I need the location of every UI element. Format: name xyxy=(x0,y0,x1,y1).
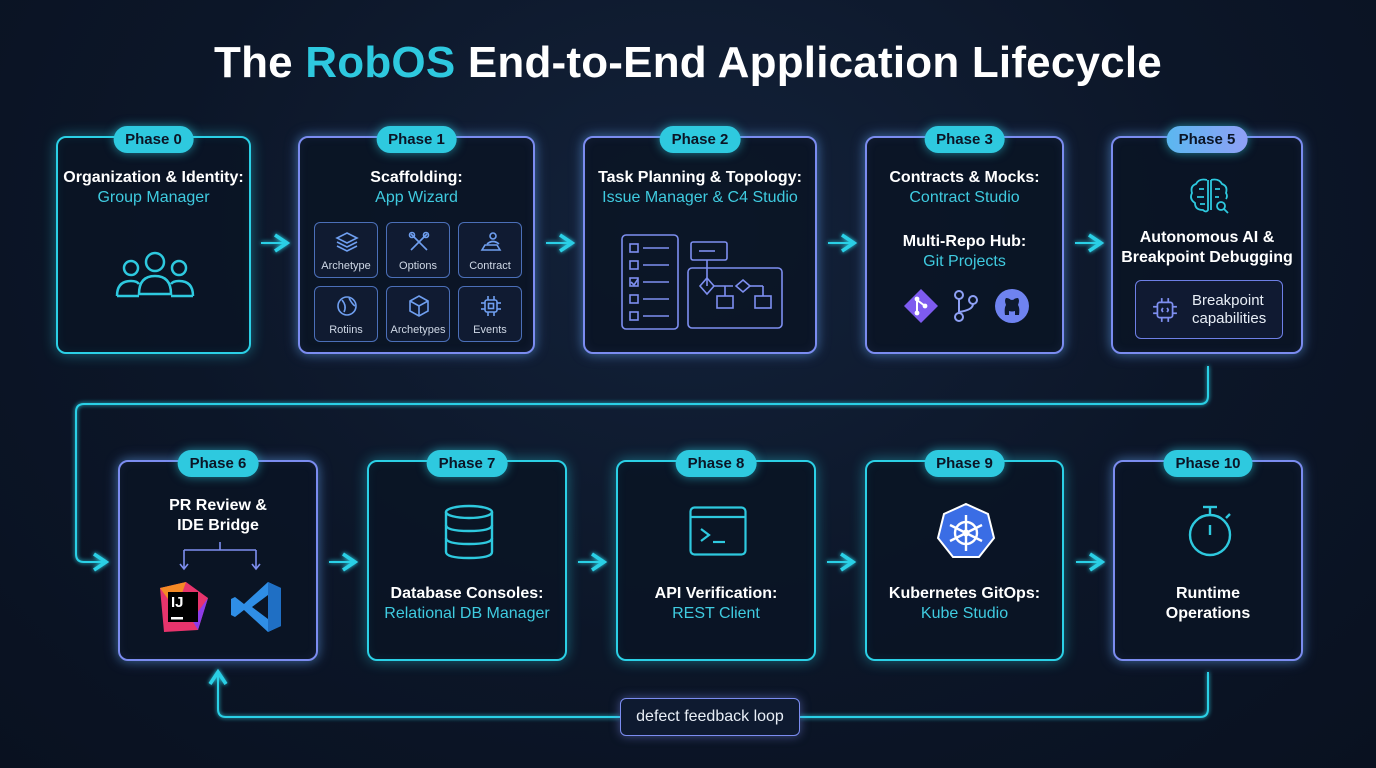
phase-3-subtitle: Contract Studio xyxy=(909,189,1020,206)
phase-7-subtitle: Relational DB Manager xyxy=(384,605,550,622)
phase-0-subtitle: Group Manager xyxy=(97,189,210,206)
phase-10-pill: Phase 10 xyxy=(1163,450,1253,477)
phase-0-pill: Phase 0 xyxy=(113,126,194,153)
phase-3-card: Phase 3 Contracts & Mocks: Contract Stud… xyxy=(865,126,1064,354)
phase-8-pill: Phase 8 xyxy=(675,450,757,477)
phase-9-pill: Phase 9 xyxy=(924,450,1005,477)
breakpoint-line2: capabilities xyxy=(1192,310,1267,327)
phase-10-title-line2: Operations xyxy=(1165,605,1251,622)
checklist-icon xyxy=(621,234,679,330)
wrap-connector xyxy=(75,366,1209,572)
phase-2-subtitle: Issue Manager & C4 Studio xyxy=(602,189,798,206)
topology-icon xyxy=(687,241,783,329)
phase-2-card: Phase 2 Task Planning & Topology: Issue … xyxy=(583,126,817,354)
git-icon xyxy=(904,289,938,323)
users-icon xyxy=(115,251,195,298)
kubernetes-icon xyxy=(936,502,996,558)
brain-icon xyxy=(1190,178,1229,214)
phase-5-title-line1: Autonomous AI & xyxy=(1139,229,1275,246)
phase-7-pill: Phase 7 xyxy=(426,450,508,477)
phase-6-title-line1: PR Review & xyxy=(169,497,267,514)
phase-7-card: Phase 7 Database Consoles: Relational DB… xyxy=(367,450,567,661)
phase-6-card: Phase 6 PR Review & IDE Bridge IJ xyxy=(118,450,318,661)
phase-9-title: Kubernetes GitOps: xyxy=(888,585,1041,602)
intellij-icon: IJ xyxy=(156,580,210,634)
phase-1-pill: Phase 1 xyxy=(376,126,457,153)
chip-icon xyxy=(481,296,501,316)
phase-2-pill: Phase 2 xyxy=(659,126,741,153)
tile-rotiins: Rotiins xyxy=(314,286,378,342)
phase-5-pill: Phase 5 xyxy=(1166,126,1248,153)
phase-0-title: Organization & Identity: xyxy=(63,169,244,186)
breakpoint-box: Breakpoint capabilities xyxy=(1135,280,1283,339)
phase-3-pill: Phase 3 xyxy=(924,126,1005,153)
phase-0-card: Phase 0 Organization & Identity: Group M… xyxy=(56,126,251,354)
phase-1-card: Phase 1 Scaffolding: App Wizard Archetyp… xyxy=(298,126,535,354)
phase-10-title-line1: Runtime xyxy=(1176,585,1240,602)
phase-3-title-2: Multi-Repo Hub: xyxy=(902,233,1027,250)
phase-9-card: Phase 9 Kubernetes GitOps: Kube Studio xyxy=(865,450,1064,661)
github-icon xyxy=(995,289,1029,323)
contract-icon xyxy=(480,232,502,251)
phase-6-title-line2: IDE Bridge xyxy=(177,517,259,534)
fork-arrows-icon xyxy=(179,542,261,571)
tile-events: Events xyxy=(458,286,522,342)
terminal-icon xyxy=(689,506,747,556)
tile-archetypes: Archetypes xyxy=(386,286,450,342)
phase-8-subtitle: REST Client xyxy=(672,605,760,622)
phase-3-title: Contracts & Mocks: xyxy=(889,169,1040,186)
brand-name: RobOS xyxy=(305,38,456,87)
phase-1-subtitle: App Wizard xyxy=(375,189,458,206)
tile-archetype: Archetype xyxy=(314,222,378,278)
stopwatch-icon xyxy=(1188,505,1232,557)
breakpoint-line1: Breakpoint xyxy=(1192,292,1264,309)
phase-6-pill: Phase 6 xyxy=(177,450,259,477)
layers-icon xyxy=(335,232,359,252)
phase-9-subtitle: Kube Studio xyxy=(920,605,1009,622)
phase-10-card: Phase 10 Runtime Operations xyxy=(1113,450,1303,661)
cube-icon xyxy=(409,295,429,317)
feedback-loop-line xyxy=(208,668,1209,718)
phase-5-title-line2: Breakpoint Debugging xyxy=(1121,249,1293,266)
database-icon xyxy=(444,504,494,560)
phase-5-card: Phase 5 Autonomous AI & Breakpoint Debug… xyxy=(1111,126,1303,354)
tile-contract: Contract xyxy=(458,222,522,278)
phase-3-subtitle-2: Git Projects xyxy=(923,253,1006,270)
phase-7-title: Database Consoles: xyxy=(390,585,544,602)
chip-icon xyxy=(1153,298,1177,322)
tile-options: Options xyxy=(386,222,450,278)
branch-icon xyxy=(954,290,978,322)
feedback-loop-label: defect feedback loop xyxy=(620,698,800,736)
globe-icon xyxy=(337,296,357,316)
phase-1-title: Scaffolding: xyxy=(370,169,463,186)
phase-2-title: Task Planning & Topology: xyxy=(598,169,802,186)
intellij-label: IJ xyxy=(171,594,184,611)
vscode-icon xyxy=(231,582,281,632)
page-title: The RobOS End-to-End Application Lifecyc… xyxy=(214,38,1162,87)
phase-8-card: Phase 8 API Verification: REST Client xyxy=(616,450,816,661)
tools-icon xyxy=(408,231,430,251)
phase-8-title: API Verification: xyxy=(654,585,778,602)
